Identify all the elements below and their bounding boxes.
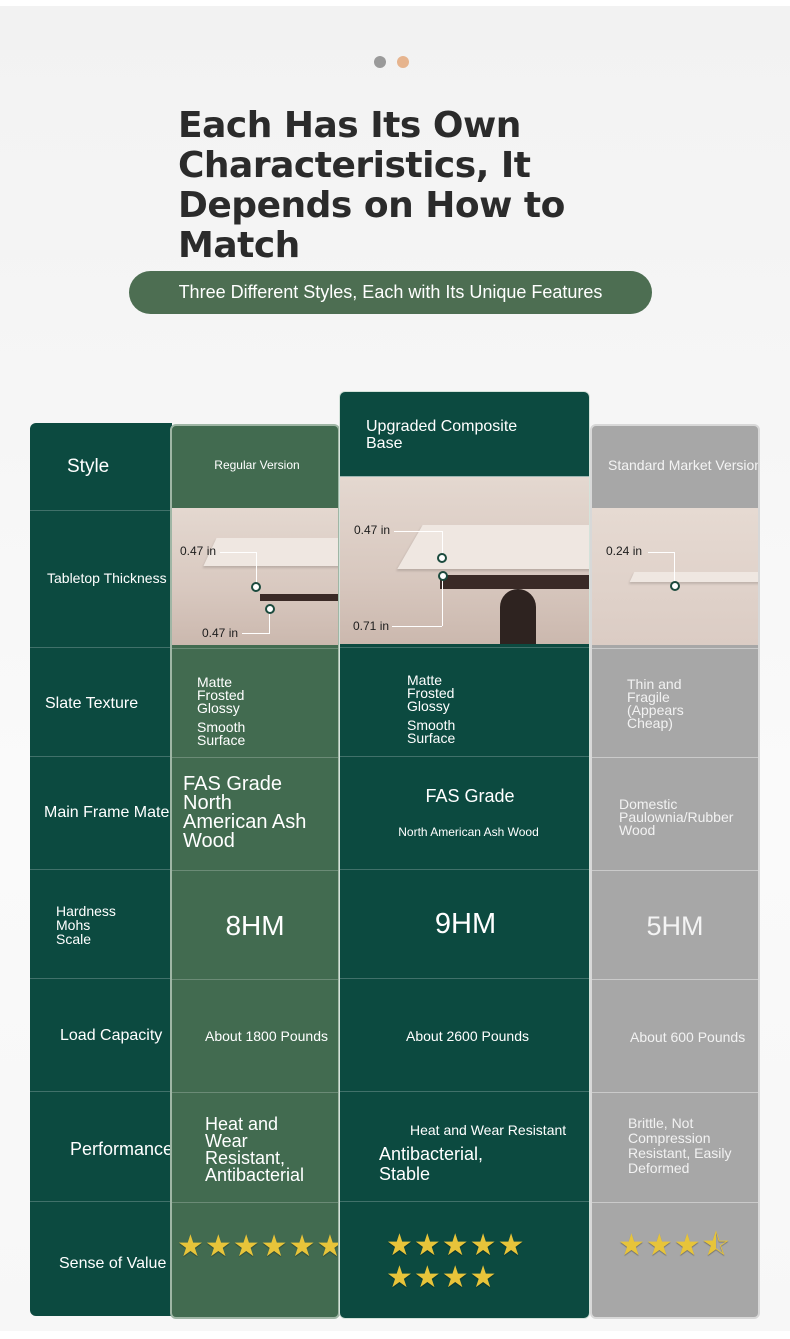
standard-version-header: Standard Market Version	[608, 457, 760, 473]
upgraded-rating-stars-row1: ★★★★★	[386, 1229, 526, 1262]
headline: Each Has Its Own Characteristics, It Dep…	[178, 105, 565, 266]
row-label-value: Sense of Value	[59, 1255, 167, 1272]
upgraded-rating-stars-row2: ★★★★	[386, 1261, 498, 1294]
carousel-dot[interactable]	[374, 56, 386, 68]
standard-tabletop-photo: 0.24 in	[592, 508, 758, 645]
upgraded-frame-title: FAS Grade	[425, 786, 515, 806]
upgraded-performance-2: Antibacterial, Stable	[379, 1144, 484, 1184]
standard-version-column[interactable]: Standard Market Version 0.24 in Thin and…	[590, 424, 760, 1319]
regular-tabletop-photo: 0.47 in 0.47 in	[172, 508, 338, 645]
standard-hardness: 5HM	[646, 911, 704, 941]
regular-load: About 1800 Pounds	[205, 1028, 328, 1044]
regular-version-column[interactable]: Regular Version 0.47 in 0.47 in Matte Fr…	[170, 424, 340, 1319]
row-label-load: Load Capacity	[60, 1027, 163, 1044]
row-label-frame: Main Frame Material	[44, 804, 172, 821]
row-label-slate: Slate Texture	[45, 695, 139, 712]
row-label-hardness: Hardness Mohs Scale	[56, 903, 116, 947]
carousel-dots	[374, 56, 409, 68]
standard-rating-stars: ★★★⯪	[618, 1229, 732, 1262]
page: Each Has Its Own Characteristics, It Dep…	[0, 6, 790, 1331]
subtitle-pill: Three Different Styles, Each with Its Un…	[129, 271, 652, 314]
row-label-style: Style	[67, 456, 110, 477]
upgraded-version-column[interactable]: Upgraded Composite Base 0.47 in 0.71 in …	[339, 391, 590, 1319]
regular-version-header: Regular Version	[214, 458, 300, 472]
upgraded-hardness: 9HM	[434, 908, 497, 940]
upgraded-slate: Matte Frosted Glossy Smooth Surface	[407, 672, 456, 746]
regular-performance: Heat and Wear Resistant, Antibacterial	[205, 1114, 305, 1185]
standard-slate: Thin and Fragile (Appears Cheap)	[627, 676, 684, 731]
upgraded-frame-subtitle: North American Ash Wood	[398, 825, 539, 839]
upgraded-load: About 2600 Pounds	[406, 1028, 529, 1044]
standard-load: About 600 Pounds	[630, 1029, 746, 1045]
row-label-performance: Performance	[70, 1139, 172, 1159]
upgraded-tabletop-photo: 0.47 in 0.71 in	[340, 477, 589, 644]
regular-hardness: 8HM	[225, 910, 285, 941]
standard-frame: Domestic Paulownia/Rubber Wood	[619, 796, 734, 838]
row-label-tabletop: Tabletop Thickness	[47, 570, 167, 586]
carousel-dot-active[interactable]	[397, 56, 409, 68]
standard-performance: Brittle, Not Compression Resistant, Easi…	[628, 1115, 732, 1176]
upgraded-version-header: Upgraded Composite Base	[366, 418, 518, 452]
upgraded-performance-1: Heat and Wear Resistant	[410, 1122, 567, 1138]
regular-rating-stars: ★★★★★★	[177, 1230, 340, 1263]
regular-frame: FAS Grade North American Ash Wood	[183, 773, 307, 852]
row-label-column: Style Tabletop Thickness Slate Texture M…	[30, 423, 172, 1316]
regular-slate: Matte Frosted Glossy Smooth Surface	[197, 674, 246, 748]
